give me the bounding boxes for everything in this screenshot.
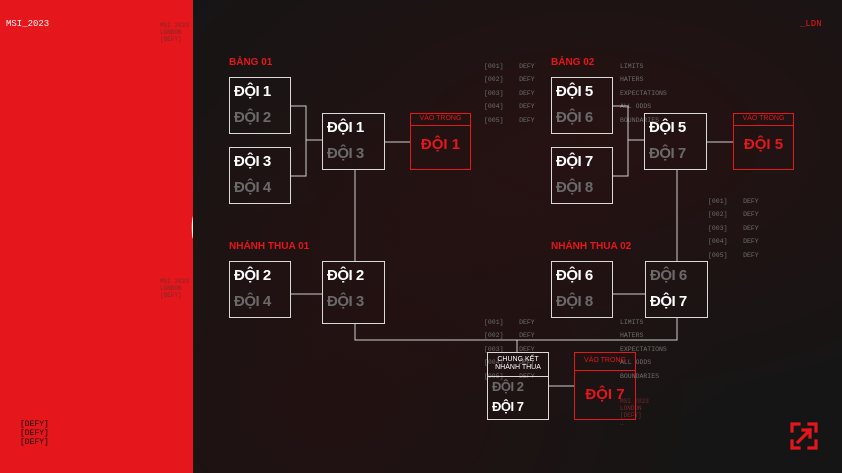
match-b3: ĐỘI 5 ĐỘI 7	[644, 113, 707, 170]
decor-tag-b: MSI 2023 LONDON [DEFY]	[160, 278, 189, 299]
match-lb2: ĐỘI 6 ĐỘI 7	[645, 261, 708, 318]
match-a1: ĐỘI 1 ĐỘI 2	[229, 77, 291, 134]
connector-a	[290, 105, 323, 177]
event-tag: MSI_2023	[6, 19, 50, 29]
qualified-b: VÀO TRONG ĐỘI 5	[733, 113, 794, 170]
team-winner: ĐỘI 5	[649, 119, 686, 136]
team-winner: ĐỘI 3	[234, 153, 271, 170]
expand-arrows-logo-icon	[790, 422, 818, 450]
team-winner: ĐỘI 2	[327, 267, 364, 284]
qualified-a: VÀO TRONG ĐỘI 1	[410, 113, 471, 170]
team-winner: ĐỘI 6	[556, 267, 593, 284]
qualified-c: VÀO TRONG ĐỘI 7	[574, 352, 636, 420]
match-a2: ĐỘI 3 ĐỘI 4	[229, 147, 291, 204]
team-loser: ĐỘI 3	[327, 293, 364, 310]
team-loser: ĐỘI 4	[234, 293, 271, 310]
team-winner: ĐỘI 7	[492, 399, 524, 414]
qualified-team: ĐỘI 1	[420, 136, 461, 153]
team-winner: ĐỘI 2	[234, 267, 271, 284]
connector-b	[613, 105, 645, 177]
title-band: KHỞI ĐỘNG MSI_2023 [DEFY] [DEFY] [DEFY]	[0, 0, 193, 473]
team-loser: ĐỘI 4	[234, 179, 271, 196]
team-loser: ĐỘI 6	[556, 109, 593, 126]
decor-tag-a: MSI 2023 LONDON [DEFY]	[160, 22, 189, 43]
decor-list-top: [001] DEFY [002] DEFY [003] DEFY [004] D…	[484, 63, 535, 124]
team-loser: ĐỘI 8	[556, 179, 593, 196]
match-lb1: ĐỘI 6 ĐỘI 8	[551, 261, 613, 318]
team-loser: ĐỘI 8	[556, 293, 593, 310]
connector-la-down	[354, 318, 678, 341]
team-loser: ĐỘI 2	[492, 379, 524, 394]
lower-b-label: NHÁNH THUA 02	[551, 241, 632, 252]
match-b2: ĐỘI 7 ĐỘI 8	[551, 147, 613, 204]
group-a-label: BẢNG 01	[229, 57, 273, 68]
defy-tag: [DEFY]	[20, 438, 49, 447]
match-la2: ĐỘI 2 ĐỘI 3	[322, 261, 385, 324]
match-la1: ĐỘI 2 ĐỘI 4	[229, 261, 291, 318]
lower-final-header: CHUNG KẾT NHÁNH THUA	[488, 353, 548, 377]
defy-tag: [DEFY]	[20, 429, 49, 438]
defy-tags: [DEFY] [DEFY] [DEFY]	[20, 420, 49, 447]
team-loser: ĐỘI 7	[649, 145, 686, 162]
team-loser: ĐỘI 3	[327, 145, 364, 162]
match-b1: ĐỘI 5 ĐỘI 6	[551, 77, 613, 134]
team-loser: ĐỘI 2	[234, 109, 271, 126]
qualified-team: ĐỘI 7	[585, 386, 625, 403]
team-winner: ĐỘI 7	[556, 153, 593, 170]
qualified-header: VÀO TRONG	[575, 353, 635, 371]
lower-a-label: NHÁNH THUA 01	[229, 241, 310, 252]
decor-tag-c: MSI 2023 LONDON [DEFY] _	[620, 398, 649, 426]
group-b-label: BẢNG 02	[551, 57, 595, 68]
decor-words-top: LIMITS HATERS EXPECTATIONS ALL ODDS BOUN…	[620, 63, 667, 124]
qualified-header: VÀO TRONG	[734, 114, 793, 126]
team-winner: ĐỘI 5	[556, 83, 593, 100]
decor-list-right: [001] DEFY [002] DEFY [003] DEFY [004] D…	[708, 198, 759, 259]
team-winner: ĐỘI 1	[234, 83, 271, 100]
team-loser: ĐỘI 6	[650, 267, 687, 284]
qualified-team: ĐỘI 5	[743, 136, 784, 153]
decor-words-bottom: LIMITS HATERS EXPECTATIONS ALL ODDS BOUN…	[620, 319, 667, 380]
location-tag: _LDN	[800, 19, 822, 29]
match-a3: ĐỘI 1 ĐỘI 3	[322, 113, 385, 170]
defy-tag: [DEFY]	[20, 420, 49, 429]
qualified-header: VÀO TRONG	[411, 114, 470, 126]
team-winner: ĐỘI 1	[327, 119, 364, 136]
match-lower-final: CHUNG KẾT NHÁNH THUA ĐỘI 2 ĐỘI 7	[487, 352, 549, 420]
team-winner: ĐỘI 7	[650, 293, 687, 310]
